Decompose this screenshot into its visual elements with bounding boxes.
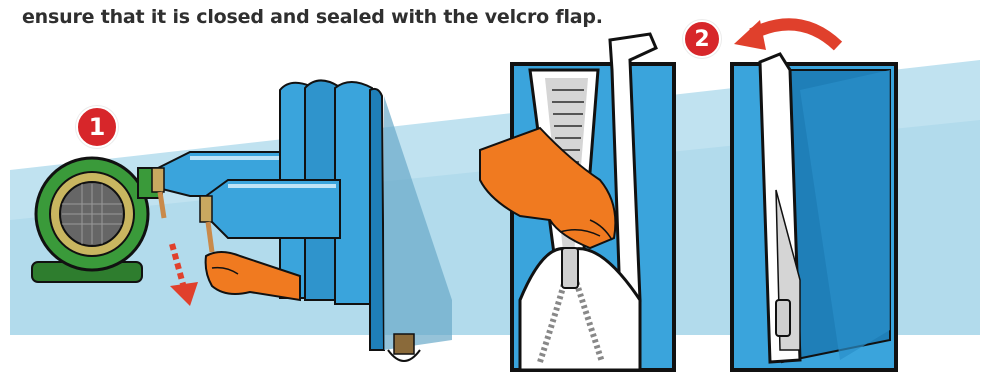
zipper-panel-closed [732, 54, 896, 370]
step-2-badge: 2 [683, 20, 721, 58]
step-1-badge: 1 [76, 106, 118, 148]
curved-arrow-icon [734, 20, 838, 50]
